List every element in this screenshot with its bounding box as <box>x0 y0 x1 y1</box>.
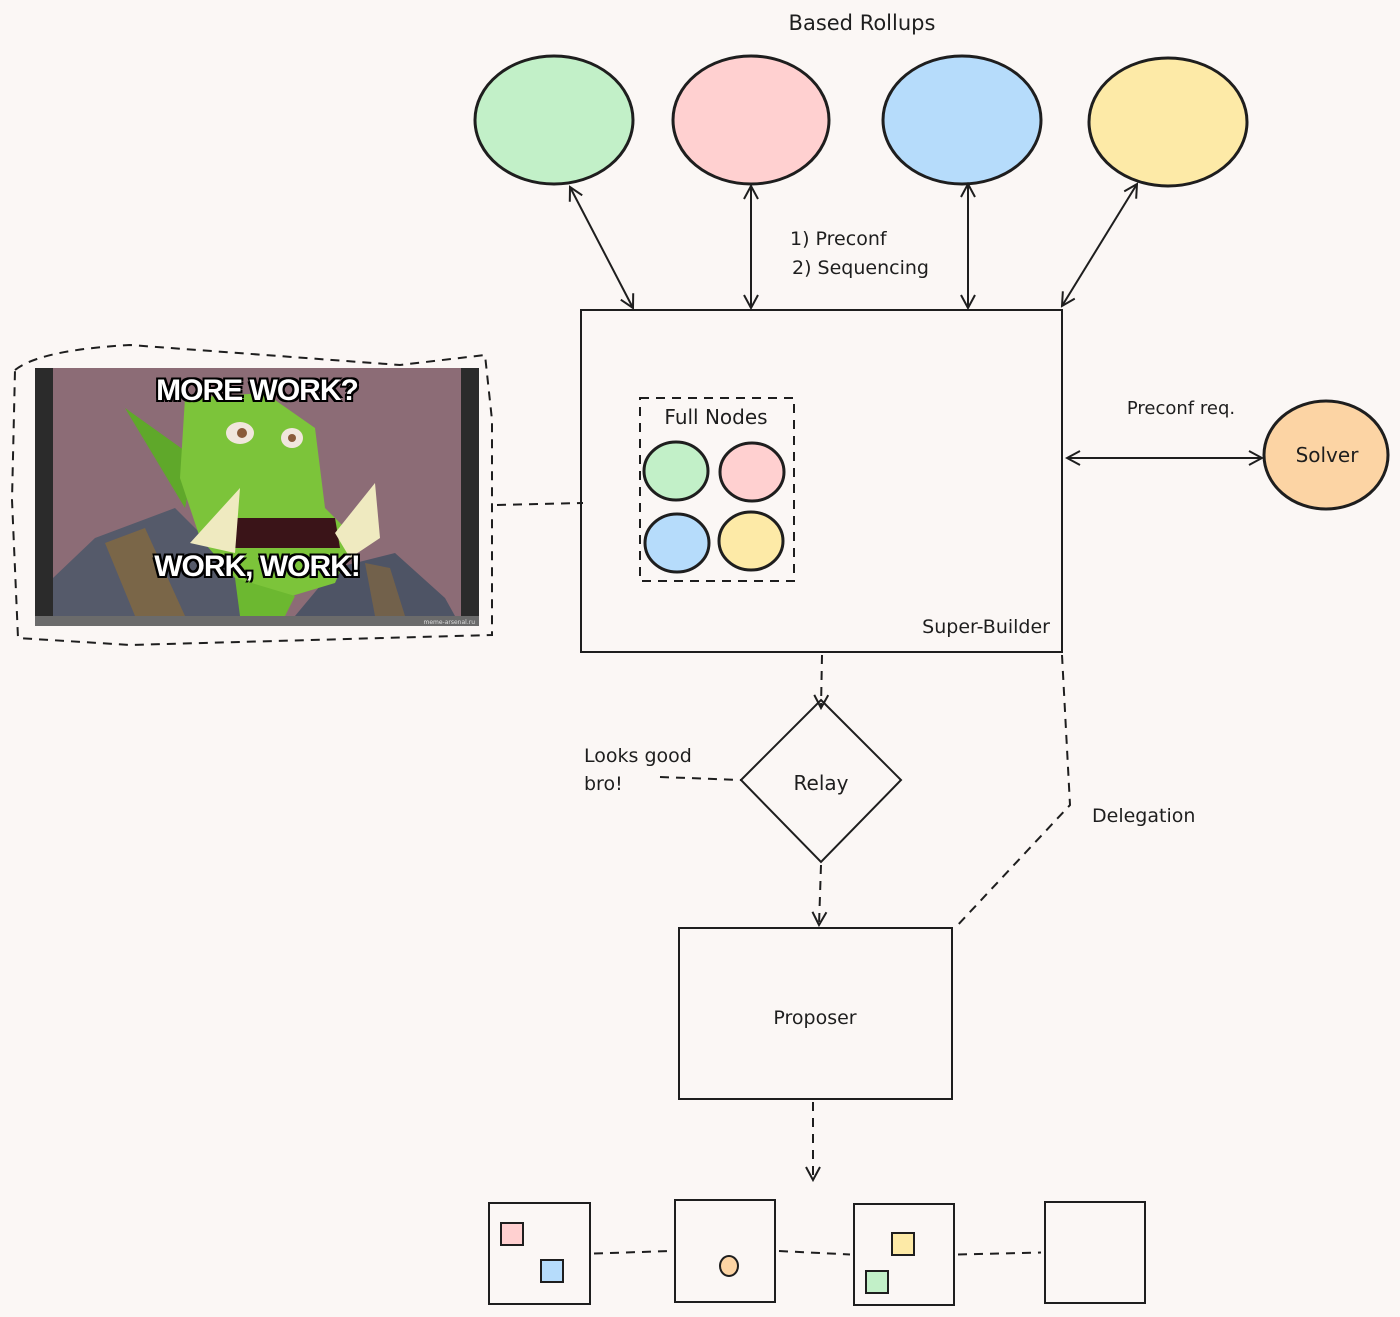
meme-dashed-frame <box>10 343 493 647</box>
delegation-line <box>954 654 1072 929</box>
meme-image: MORE WORK? WORK, WORK! meme-arsenal.ru <box>35 368 479 626</box>
block-3-tx-2 <box>865 1270 889 1294</box>
meme-top-text: MORE WORK? <box>156 374 359 407</box>
solver-circle[interactable] <box>1262 399 1390 511</box>
block-4[interactable] <box>1044 1201 1146 1304</box>
relay-diamond[interactable] <box>739 698 903 864</box>
arrow-builder-to-relay <box>821 654 822 708</box>
proposer-box[interactable] <box>678 927 953 1100</box>
arrow-label-preconf: 1) Preconf <box>790 228 888 250</box>
arrow-rollup-yellow <box>1062 184 1137 306</box>
block-3-tx-1 <box>891 1232 915 1256</box>
arrow-label-sequencing: 2) Sequencing <box>792 257 929 279</box>
super-builder-box[interactable] <box>580 309 1063 653</box>
arrow-rollup-green <box>570 187 633 308</box>
meme-connector <box>496 502 584 506</box>
relay-label: Relay <box>794 771 849 795</box>
full-nodes-label: Full Nodes <box>664 405 767 429</box>
arrow-relay-to-proposer <box>819 864 821 925</box>
preconf-req-label: Preconf req. <box>1127 398 1235 419</box>
rollup-circle-yellow[interactable] <box>1087 56 1249 188</box>
block-1-tx-1 <box>500 1222 524 1246</box>
solver-label: Solver <box>1296 443 1360 467</box>
block-3[interactable] <box>853 1203 955 1306</box>
rollup-circle-pink[interactable] <box>671 54 831 186</box>
full-node-green <box>642 440 710 502</box>
block-link-3 <box>957 1251 1042 1256</box>
proposer-label: Proposer <box>773 1007 856 1029</box>
meme-letterbox-right <box>461 368 479 616</box>
full-node-pink <box>718 441 786 503</box>
meme-bottom-text: WORK, WORK! <box>154 550 361 583</box>
block-chain <box>488 1199 1146 1306</box>
meme-watermark: meme-arsenal.ru <box>423 619 475 626</box>
super-builder-label: Super-Builder <box>922 616 1050 638</box>
orc-illustration <box>53 368 461 616</box>
full-node-yellow <box>717 510 785 572</box>
meme-letterbox-left <box>35 368 53 616</box>
rollup-circle-blue[interactable] <box>881 54 1043 186</box>
block-2-tx-1 <box>719 1255 739 1277</box>
relay-note-line1: Looks good <box>584 745 692 767</box>
meme-bottom-bar <box>35 616 479 626</box>
block-1-tx-2 <box>540 1259 564 1283</box>
relay-note-line2: bro! <box>584 773 623 795</box>
full-node-blue <box>643 512 711 574</box>
rollup-circle-green[interactable] <box>473 54 635 186</box>
block-link-1 <box>593 1250 672 1255</box>
block-2[interactable] <box>674 1199 776 1303</box>
full-nodes-box[interactable] <box>639 397 795 582</box>
relay-note-connector <box>659 776 742 781</box>
block-link-2 <box>778 1250 851 1256</box>
delegation-label: Delegation <box>1092 805 1195 827</box>
based-rollups-title: Based Rollups <box>789 11 936 35</box>
block-1[interactable] <box>488 1202 591 1305</box>
